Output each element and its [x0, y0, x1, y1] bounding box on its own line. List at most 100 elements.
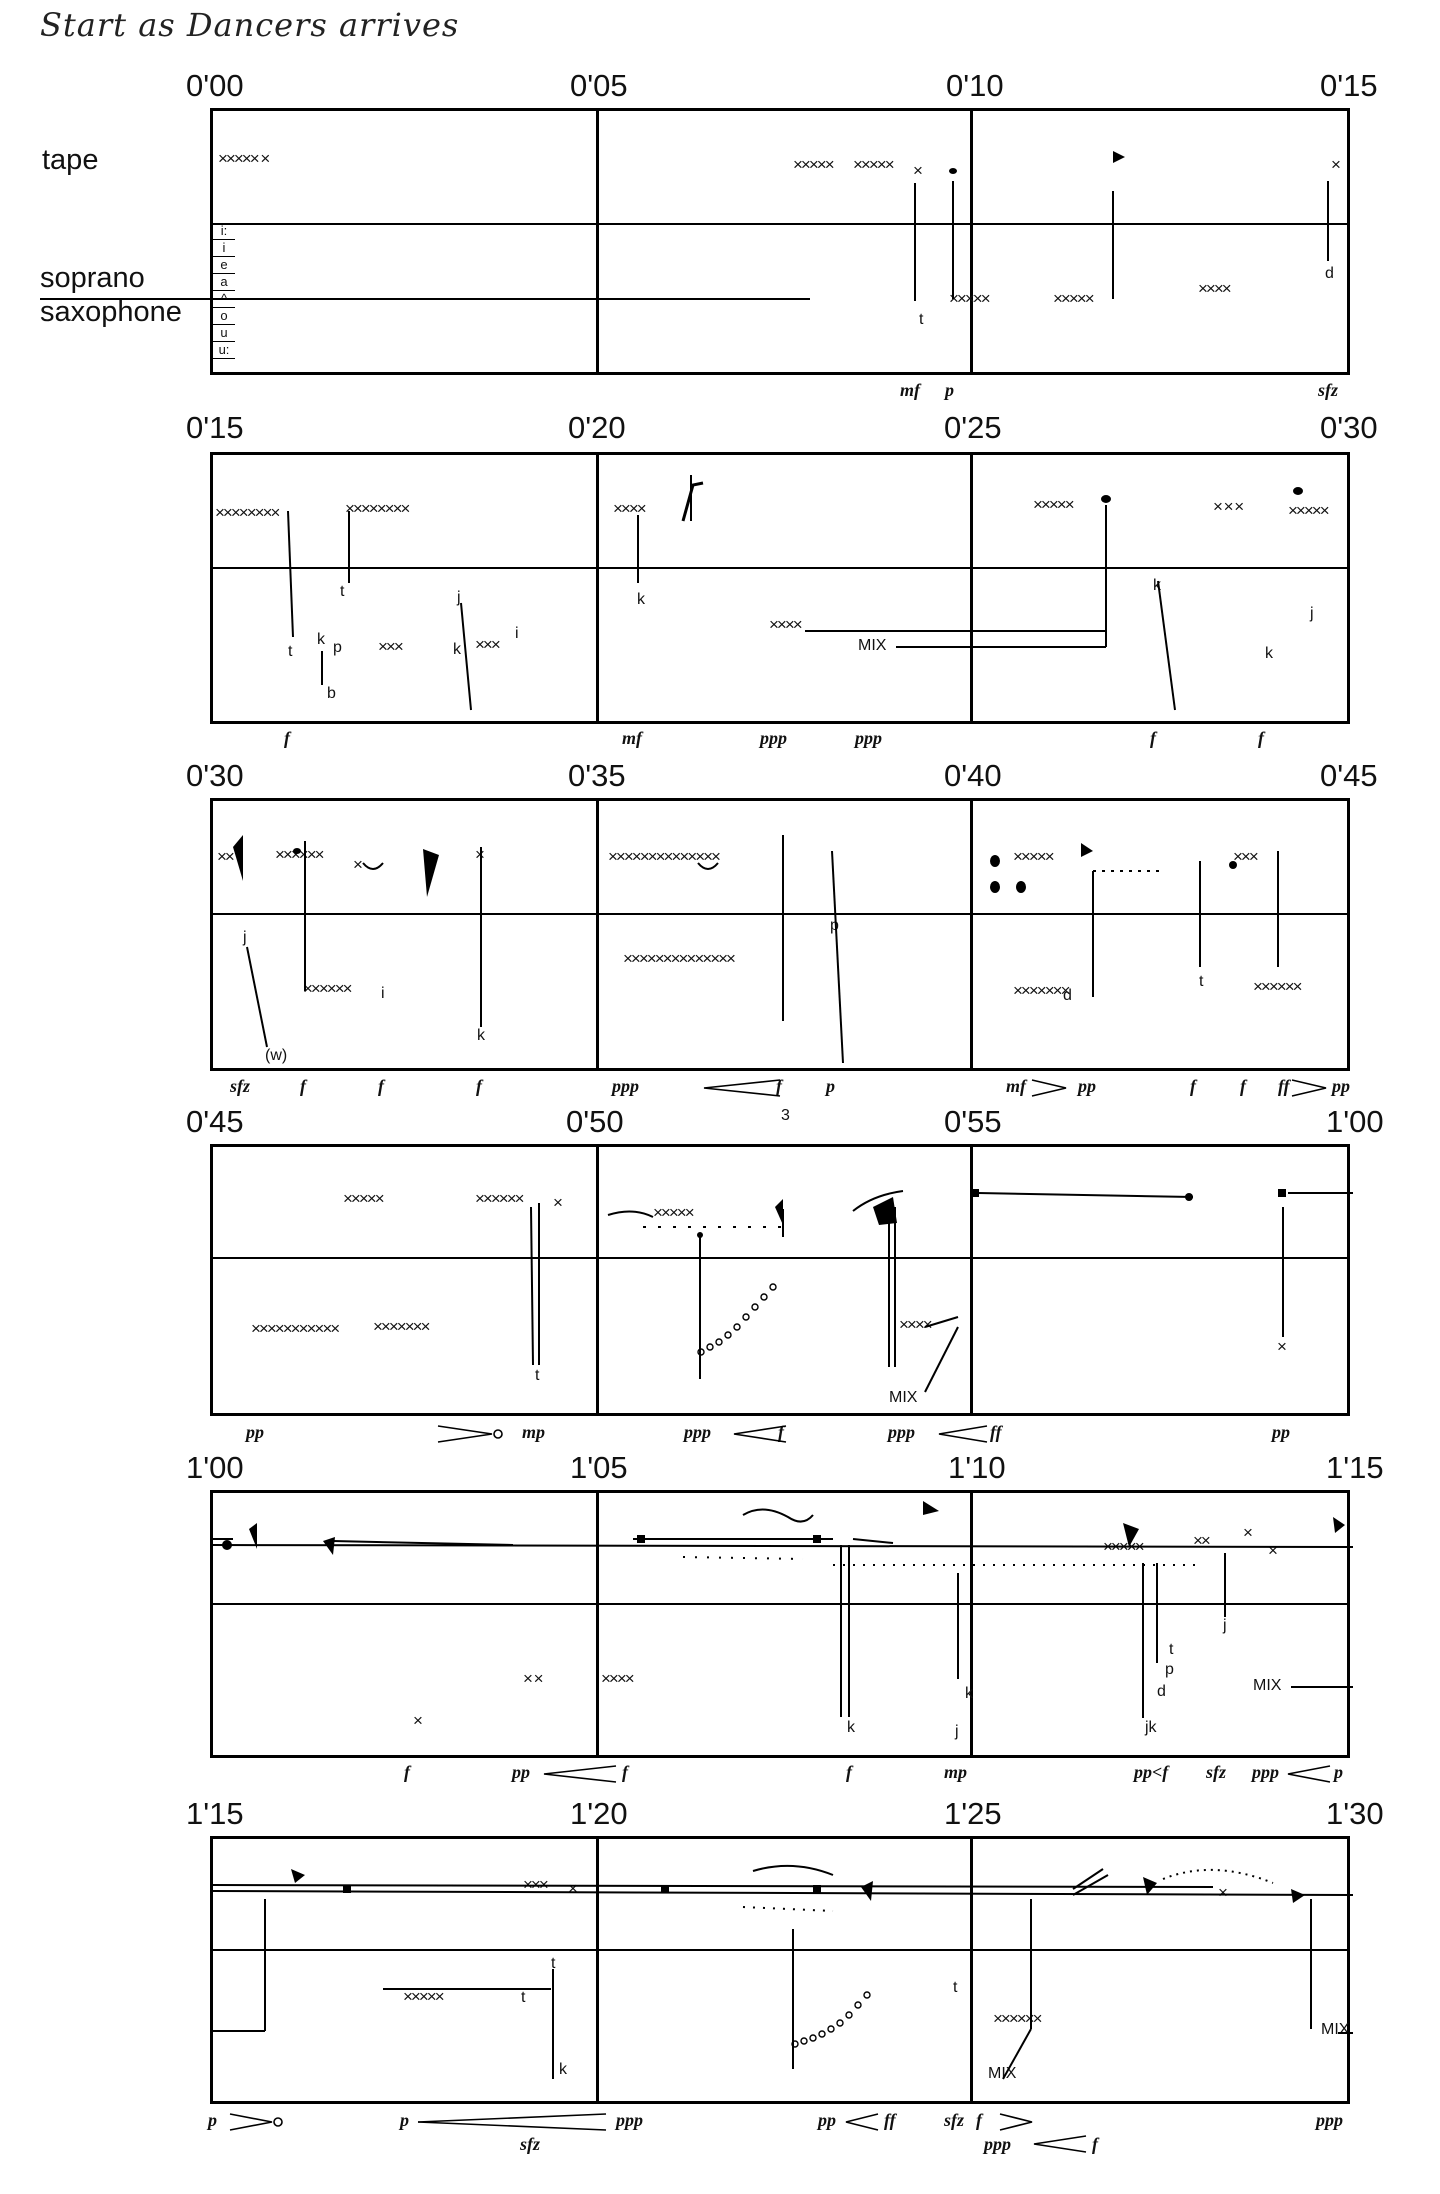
score-system-2: ×××××××× ×××××××× ×××× ××××× ××××× × × ×…	[210, 452, 1350, 724]
crescendo-hairpin	[733, 1425, 787, 1443]
tape-cluster: ××××××××	[345, 499, 410, 518]
phoneme-letter: j	[243, 929, 247, 946]
tape-cluster: ××	[1193, 1531, 1211, 1550]
dynamic-marking: ppp	[855, 728, 882, 748]
tape-cluster: ×××××	[343, 1189, 385, 1208]
staff-divider	[213, 1257, 1347, 1259]
sax-cluster: ×××××	[1053, 289, 1095, 308]
phoneme-letter: k	[637, 591, 645, 608]
decrescendo-hairpin	[1031, 1079, 1067, 1097]
dynamic-marking: f	[1150, 728, 1156, 748]
time-marker: 1'10	[948, 1450, 1006, 1485]
graphic-notation	[287, 475, 1303, 711]
tape-cluster: ×××××	[1013, 847, 1055, 866]
bar-line	[596, 111, 599, 372]
time-marker: 1'25	[944, 1796, 1002, 1831]
dynamic-marking: sfz	[1318, 380, 1339, 400]
dynamic-marking: pp	[1078, 1076, 1096, 1096]
tape-cluster: ×	[1268, 1541, 1278, 1560]
crescendo-decrescendo-hairpin	[417, 2113, 607, 2131]
dynamic-marking: ppp	[1316, 2110, 1343, 2130]
dynamic-marking: f	[622, 1762, 628, 1782]
dynamic-marking: mp	[522, 1422, 546, 1442]
dynamic-marking: ff	[990, 1422, 1002, 1442]
bar-line	[970, 1493, 973, 1755]
dynamic-marking: pp	[1332, 1076, 1350, 1096]
graphic-notation	[213, 1501, 1353, 1718]
crescendo-hairpin	[938, 1425, 988, 1443]
mix-label: MIX	[1253, 1677, 1282, 1694]
dynamic-marking: mp	[944, 1762, 968, 1782]
tape-cluster: × × ×	[1213, 497, 1244, 516]
crescendo-hairpin	[543, 1765, 617, 1783]
tape-cluster: ×	[1218, 1883, 1228, 1902]
sax-cluster: ×××	[475, 635, 501, 654]
sax-cluster: ××××××××××××××	[623, 949, 736, 968]
decrescendo-hairpin	[437, 1425, 503, 1443]
time-marker: 0'10	[946, 68, 1004, 103]
dynamic-marking: f	[976, 2110, 982, 2130]
time-marker: 0'40	[944, 758, 1002, 793]
score-system-4: ××××× ×××××× × ××××× ××××××××××× ×××××××…	[210, 1107, 1353, 1416]
sax-cluster: ××××	[769, 615, 803, 634]
dynamic-marking: ppp	[888, 1422, 915, 1442]
decrescendo-hairpin	[999, 2113, 1033, 2131]
phoneme-letter: k	[453, 641, 461, 658]
time-marker: 0'45	[186, 1104, 244, 1139]
sax-cluster: ×××××××××××	[251, 1319, 340, 1338]
phoneme-letter: j	[1310, 605, 1314, 622]
dynamic-marking: pp	[246, 1422, 264, 1442]
phoneme-letter: p	[830, 917, 839, 934]
dynamic-marking: f	[476, 1076, 482, 1096]
dynamic-marking: p	[400, 2110, 409, 2130]
bar-line	[596, 1147, 599, 1413]
bar-line	[596, 1839, 599, 2101]
dynamic-marking: mf	[1006, 1076, 1026, 1096]
dynamic-marking: mf	[900, 380, 920, 400]
dynamic-marking: f	[776, 1076, 782, 1096]
tape-cluster: ×××	[1233, 847, 1259, 866]
bar-line	[970, 455, 973, 721]
time-marker: 0'20	[568, 410, 626, 445]
dynamic-marking: ppp	[1252, 1762, 1279, 1782]
tape-cluster: ×	[1243, 1523, 1253, 1542]
dynamic-marking: p	[826, 1076, 835, 1096]
tape-label: tape	[42, 144, 99, 176]
time-marker: 0'55	[944, 1104, 1002, 1139]
mix-label: MIX	[889, 1389, 918, 1406]
dynamic-marking: f	[284, 728, 290, 748]
dynamic-marking: sfz	[1206, 1762, 1227, 1782]
tape-cluster: ××××××	[475, 1189, 525, 1208]
graphic-notation	[530, 1189, 1353, 1393]
staff-divider	[213, 567, 1347, 569]
time-marker: 1'15	[186, 1796, 244, 1831]
sax-pitch-line	[40, 298, 810, 300]
bar-line	[970, 111, 973, 372]
phoneme-letter: k	[477, 1027, 485, 1044]
sax-cluster: ××××	[1198, 279, 1232, 298]
dynamic-marking: pp	[818, 2110, 836, 2130]
sax-cluster: ×××	[378, 637, 404, 656]
staff-divider	[213, 913, 1347, 915]
dynamic-marking: f	[846, 1762, 852, 1782]
score-system-3: ×× ×××××× × × ×××××××××××××× ××××× ××× ×…	[210, 798, 1350, 1071]
time-marker: 0'15	[186, 410, 244, 445]
crescendo-hairpin	[1287, 1765, 1331, 1783]
time-marker: 0'30	[186, 758, 244, 793]
dynamic-marking: pp<f	[1134, 1762, 1169, 1782]
phoneme-letter: t	[1199, 973, 1204, 990]
dynamic-marking: f	[404, 1762, 410, 1782]
crescendo-hairpin	[845, 2113, 879, 2131]
bar-line	[596, 801, 599, 1068]
tape-cluster: ××××××××	[215, 503, 280, 522]
dynamic-marking: f	[1092, 2134, 1098, 2154]
tape-cluster: ××	[217, 847, 235, 866]
sax-cluster: ×××××	[949, 289, 991, 308]
crescendo-hairpin	[1033, 2135, 1087, 2153]
phoneme-letter: k	[559, 2061, 567, 2078]
dynamic-marking: ff	[1278, 1076, 1290, 1096]
time-marker: 0'05	[570, 68, 628, 103]
dynamic-marking: f	[1240, 1076, 1246, 1096]
